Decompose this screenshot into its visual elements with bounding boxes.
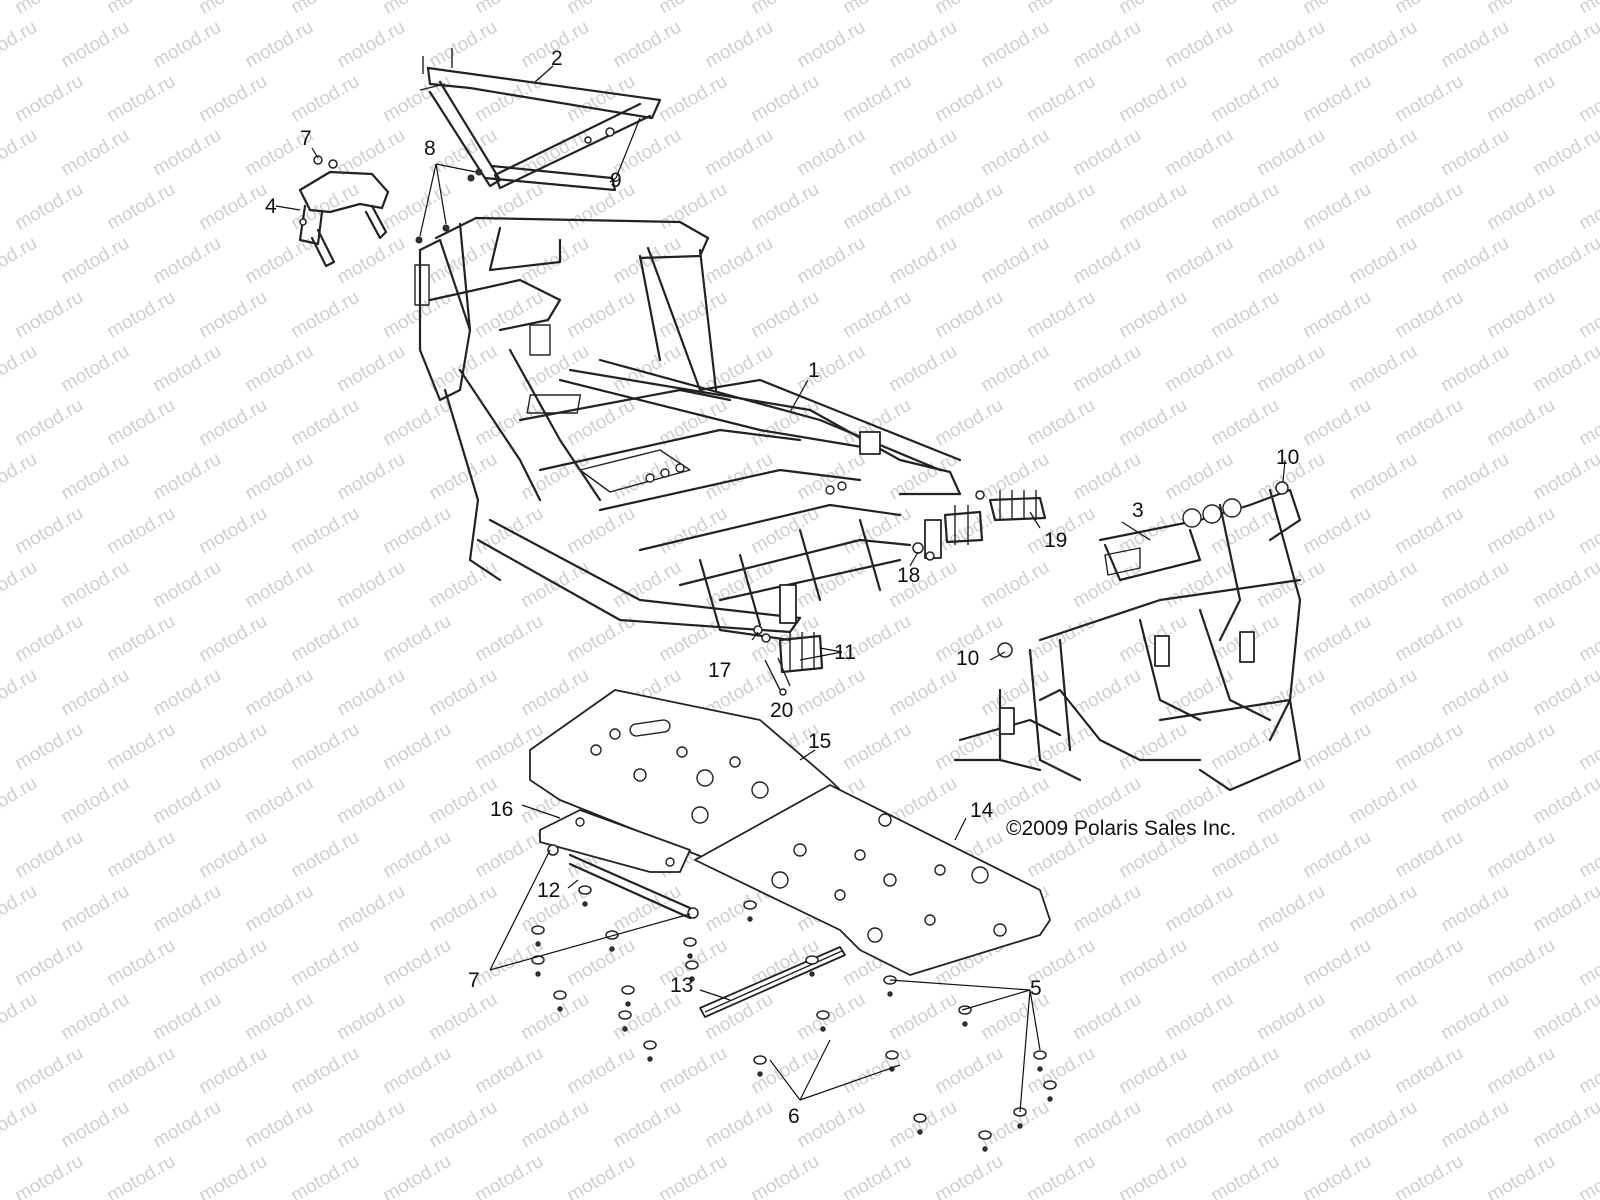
grommet bbox=[1043, 1080, 1057, 1090]
callout-4: 4 bbox=[265, 195, 277, 218]
grommet bbox=[978, 1130, 992, 1140]
grommet bbox=[685, 960, 699, 970]
callout-10a: 10 bbox=[1276, 446, 1300, 469]
bar-part-12 bbox=[547, 844, 699, 920]
main-frame-part-1 bbox=[414, 216, 962, 642]
leader-lines bbox=[275, 65, 1286, 1113]
grommet bbox=[578, 885, 592, 895]
grommet bbox=[913, 1113, 927, 1123]
screw bbox=[982, 1146, 988, 1152]
hardware-part-20 bbox=[764, 657, 791, 696]
screw bbox=[582, 901, 588, 907]
screw bbox=[609, 946, 615, 952]
callout-19: 19 bbox=[1044, 529, 1068, 552]
screw bbox=[689, 976, 695, 982]
callout-14: 14 bbox=[970, 799, 994, 822]
small-plate-part-16 bbox=[539, 809, 691, 873]
screw bbox=[625, 1001, 631, 1007]
screw bbox=[535, 941, 541, 947]
hardware-part-18 bbox=[912, 505, 984, 561]
callout-3: 3 bbox=[1132, 499, 1144, 522]
screw bbox=[747, 916, 753, 922]
screw bbox=[962, 1021, 968, 1027]
screw bbox=[535, 971, 541, 977]
hardware-part-11 bbox=[778, 632, 824, 674]
screw bbox=[820, 1026, 826, 1032]
copyright-notice: ©2009 Polaris Sales Inc. bbox=[1006, 817, 1237, 840]
screw bbox=[809, 971, 815, 977]
callout-16: 16 bbox=[490, 798, 514, 821]
grommet bbox=[618, 1010, 632, 1020]
callout-7a: 7 bbox=[300, 127, 312, 150]
front-subframe-part-3 bbox=[953, 481, 1302, 792]
callout-17: 17 bbox=[708, 659, 732, 682]
callout-8: 8 bbox=[424, 137, 436, 160]
upper-brace-part-2 bbox=[419, 48, 662, 192]
callout-9: 9 bbox=[610, 169, 622, 192]
grommet bbox=[531, 925, 545, 935]
callout-1: 1 bbox=[808, 359, 820, 382]
grommets-fasteners bbox=[531, 885, 1057, 1152]
screw bbox=[1047, 1096, 1053, 1102]
callout-12: 12 bbox=[537, 879, 561, 902]
callout-11: 11 bbox=[834, 641, 856, 664]
screw bbox=[1037, 1066, 1043, 1072]
callout-13: 13 bbox=[670, 974, 694, 997]
skid-plate-part-15 bbox=[529, 689, 841, 861]
callout-18: 18 bbox=[897, 564, 921, 587]
grommet bbox=[816, 1010, 830, 1020]
grommet bbox=[683, 937, 697, 947]
skid-plate-part-14 bbox=[694, 784, 1051, 976]
grommet bbox=[805, 955, 819, 965]
grommet bbox=[958, 1005, 972, 1015]
grommet bbox=[621, 985, 635, 995]
screw bbox=[622, 1026, 628, 1032]
screw bbox=[917, 1129, 923, 1135]
grommet bbox=[1033, 1050, 1047, 1060]
grommet bbox=[885, 1050, 899, 1060]
screw bbox=[757, 1071, 763, 1077]
hardware-part-19 bbox=[975, 490, 1047, 522]
grommet bbox=[743, 900, 757, 910]
callout-15: 15 bbox=[808, 730, 832, 753]
screw bbox=[647, 1056, 653, 1062]
fasteners-part-8 bbox=[415, 168, 483, 244]
screw bbox=[887, 991, 893, 997]
bracket-part-4 bbox=[298, 155, 390, 268]
callout-5: 5 bbox=[1030, 977, 1042, 1000]
screw bbox=[557, 1006, 563, 1012]
screw bbox=[687, 953, 693, 959]
grommet bbox=[553, 990, 567, 1000]
callout-2: 2 bbox=[551, 47, 563, 70]
hardware-part-17 bbox=[753, 625, 771, 643]
grommet bbox=[643, 1040, 657, 1050]
callout-6: 6 bbox=[788, 1105, 800, 1128]
grommet bbox=[753, 1055, 767, 1065]
callout-7b: 7 bbox=[468, 969, 480, 992]
screw bbox=[1017, 1123, 1023, 1129]
callout-20: 20 bbox=[770, 699, 794, 722]
strip-part-13 bbox=[699, 946, 846, 1018]
callout-10b: 10 bbox=[956, 647, 980, 670]
